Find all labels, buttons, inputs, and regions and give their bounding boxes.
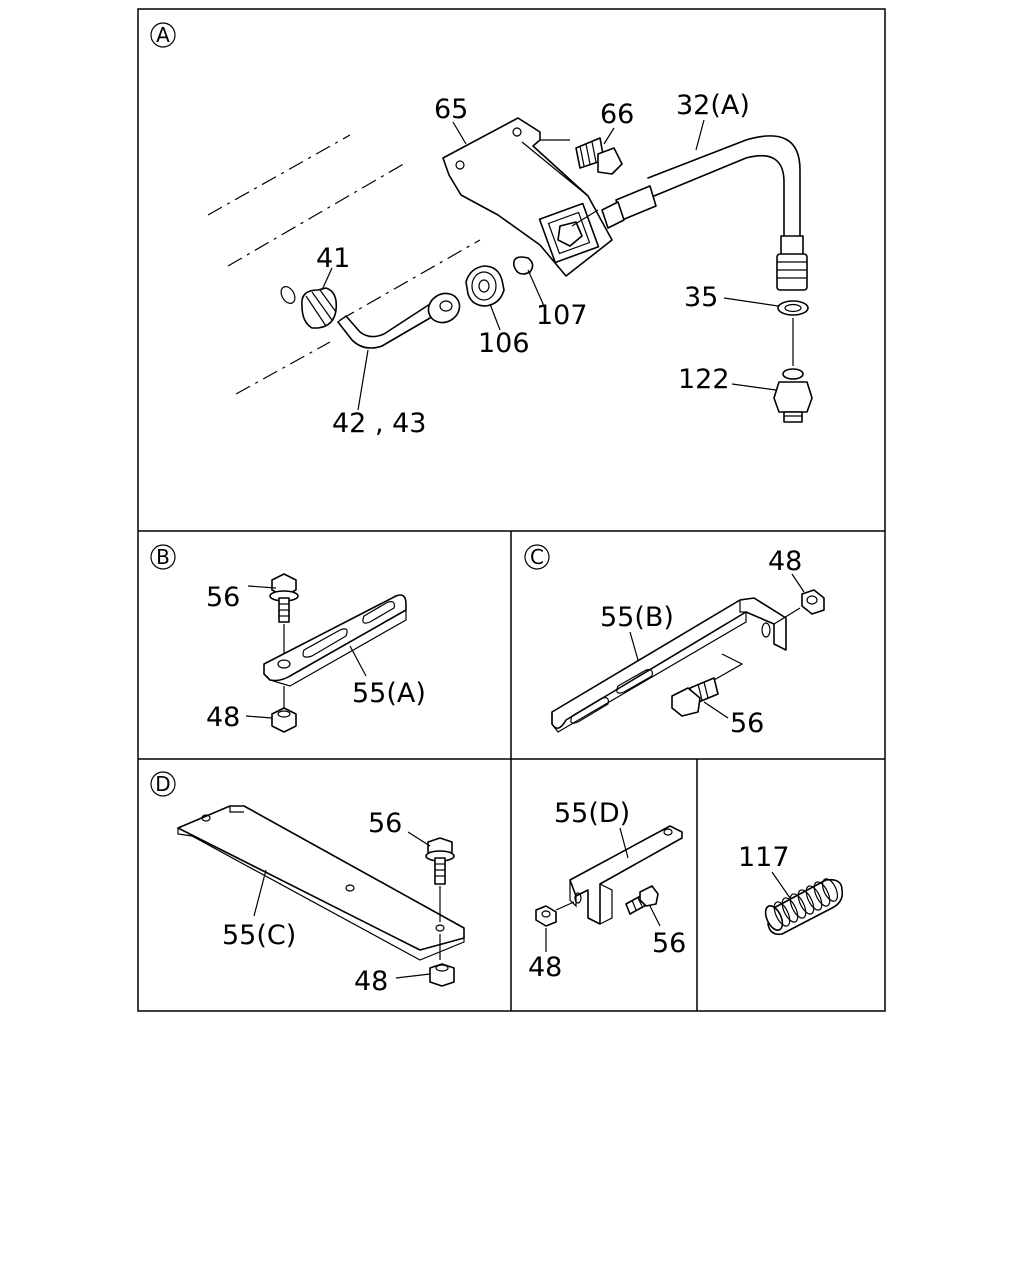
sleeve-106 <box>465 265 505 307</box>
adaptor-122 <box>773 368 813 423</box>
pipe-42-43 <box>337 292 461 349</box>
callout-66: 66 <box>600 99 634 130</box>
washer-35 <box>777 300 809 366</box>
callout-56-b: 56 <box>206 582 240 613</box>
callout-56-c: 56 <box>730 708 764 739</box>
bracket-65 <box>442 117 613 277</box>
nut-48-c <box>801 589 825 615</box>
callout-65: 65 <box>434 94 468 125</box>
callout-48-c: 48 <box>768 546 802 577</box>
panel-b-leaders <box>245 585 367 719</box>
svg-text:A: A <box>156 23 170 47</box>
bolt-66 <box>575 137 623 175</box>
panel-frames <box>137 8 886 1012</box>
svg-text:B: B <box>156 545 170 569</box>
grommet-41 <box>280 286 338 329</box>
callout-55d: 55(D) <box>554 798 630 829</box>
callout-48-b: 48 <box>206 702 240 733</box>
panel-d: D 56 <box>150 771 465 997</box>
svg-text:D: D <box>155 772 170 796</box>
panel-d-leaders <box>253 831 431 979</box>
panel-e-leaders <box>545 827 661 952</box>
panel-b-marker: B <box>150 544 176 570</box>
panel-b-callouts: 56 55(A) 48 <box>206 582 426 733</box>
bracket-55a <box>263 594 407 708</box>
panel-c-leaders <box>629 573 805 719</box>
callout-55a: 55(A) <box>352 678 426 709</box>
callout-35: 35 <box>684 282 718 313</box>
bracket-55c <box>177 805 465 961</box>
panel-c-callouts: 48 55(B) 56 <box>600 546 802 739</box>
spring-cover-117 <box>764 878 844 936</box>
callout-55c: 55(C) <box>222 920 296 951</box>
bracket-55d <box>555 825 683 925</box>
panel-f-leaders <box>771 871 791 899</box>
panel-b: B 56 55 <box>150 544 426 733</box>
callout-55b: 55(B) <box>600 602 674 633</box>
frame-rail-centerlines <box>207 134 481 395</box>
svg-text:C: C <box>530 545 544 569</box>
callout-107: 107 <box>536 300 588 331</box>
nut-48-b <box>271 707 297 733</box>
clip-107 <box>512 256 534 275</box>
bolt-56-c <box>671 677 719 717</box>
panel-e-callouts: 55(D) 48 56 <box>528 798 686 983</box>
nut-48-d <box>429 963 455 987</box>
panel-c: C 48 55(B) <box>524 544 825 739</box>
callout-32a: 32(A) <box>676 90 750 121</box>
bracket-55b <box>551 597 801 733</box>
callout-117: 117 <box>738 842 790 873</box>
panel-f-callouts: 117 <box>738 842 790 873</box>
callout-41: 41 <box>316 243 350 274</box>
bolt-56-b <box>269 573 299 656</box>
panel-a-callouts: 65 66 32(A) 41 35 107 106 122 42 , 43 <box>316 90 750 439</box>
callout-106: 106 <box>478 328 530 359</box>
panel-f: 117 <box>738 842 844 936</box>
bolt-56-d <box>425 837 455 922</box>
bolt-56-e <box>625 885 659 915</box>
callout-122: 122 <box>678 364 730 395</box>
callout-48-d: 48 <box>354 966 388 997</box>
panel-a: A <box>150 22 813 439</box>
callout-56-e: 56 <box>652 928 686 959</box>
panel-c-marker: C <box>524 544 550 570</box>
panel-a-leaders <box>321 119 779 411</box>
hose-32a <box>571 135 808 291</box>
callout-48-e: 48 <box>528 952 562 983</box>
panel-e: 55(D) 48 56 <box>528 798 686 983</box>
nut-48-e <box>535 905 557 927</box>
panel-a-marker: A <box>150 22 176 48</box>
panel-d-callouts: 56 55(C) 48 <box>222 808 402 997</box>
callout-56-d: 56 <box>368 808 402 839</box>
panel-d-marker: D <box>150 771 176 797</box>
callout-42-43: 42 , 43 <box>332 408 426 439</box>
